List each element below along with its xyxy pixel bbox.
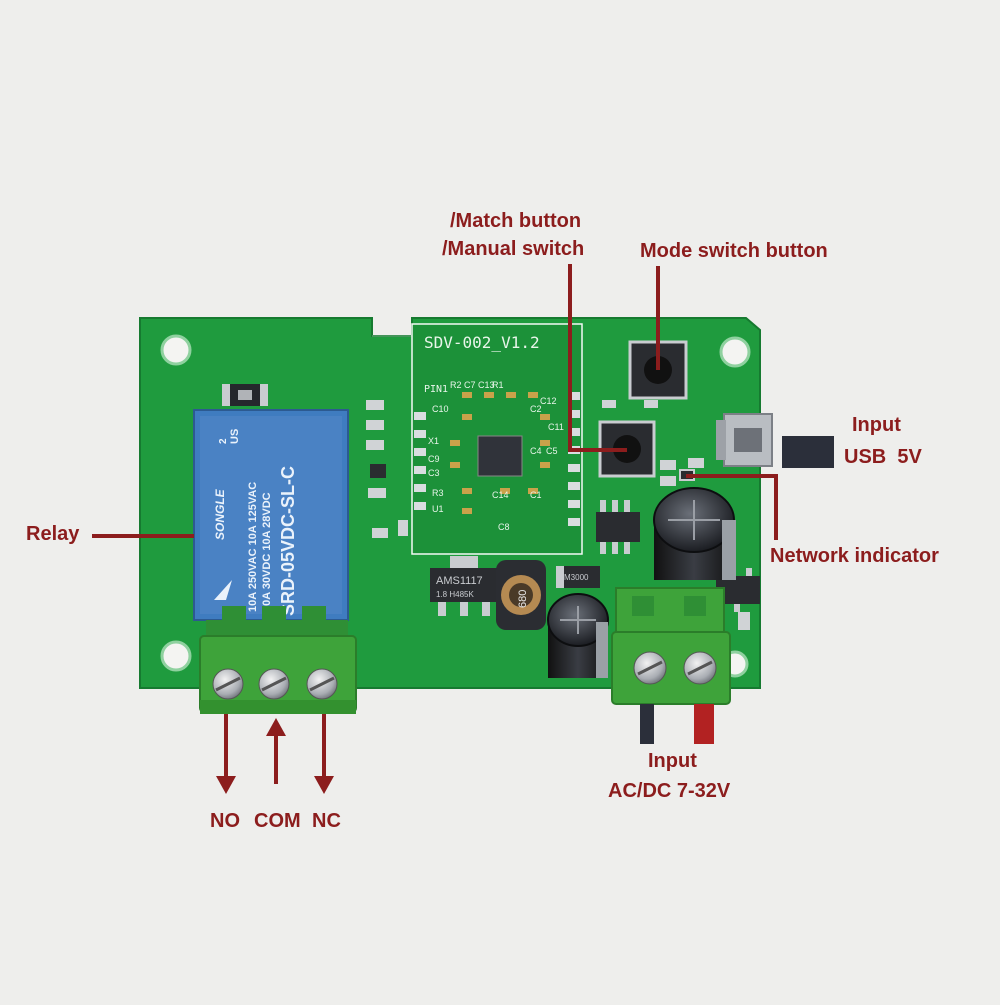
label-no: NO [210,810,240,832]
relay-brand: SONGLE [213,488,227,540]
silkscreen-ref: C12 [540,396,557,406]
svg-text:M3000: M3000 [564,573,589,582]
inductor-label: 680 [517,590,529,608]
screw-terminal-icon [212,668,338,700]
usb-port [716,413,773,467]
wire-usb [782,436,834,468]
silkscreen-version: SDV-002_V1.2 [424,333,540,352]
silkscreen-ref: C4 [530,446,542,456]
silkscreen-ref: C7 [464,380,476,390]
label-nc: NC [312,810,341,832]
silkscreen-ref: C8 [498,522,510,532]
relay-rating-2: 10A 30VDC 10A 28VDC [261,492,273,612]
silkscreen-ref: C1 [530,490,542,500]
arrow-down-icon [216,714,236,794]
silkscreen-ref: C10 [432,404,449,414]
silkscreen-ref: C5 [546,446,558,456]
voltage-regulator: AMS1117 1.8 H485K [430,556,498,616]
wire-negative-ac [640,704,654,744]
silkscreen-ref: C14 [492,490,509,500]
silkscreen-ref: X1 [428,436,439,446]
silkscreen-ref: U1 [432,504,444,514]
screw-terminal-icon [633,651,717,685]
silkscreen-ref: C2 [530,404,542,414]
silkscreen-ref: C3 [428,468,440,478]
relay-cert-num: 2 [218,438,229,444]
label-ac-dc-range: AC/DC 7-32V [608,780,731,802]
label-com: COM [254,810,301,832]
relay-cert: US [229,429,241,444]
label-mode-switch: Mode switch button [640,240,828,262]
relay: SONGLE 10A 250VAC 10A 125VAC 10A 30VDC 1… [193,409,349,621]
silkscreen-ref: C13 [478,380,495,390]
label-network-indicator: Network indicator [770,545,939,567]
arrow-down-icon [314,714,334,794]
inductor: 680 [496,560,546,630]
silkscreen-ref: C11 [548,422,564,432]
arrow-up-icon [266,718,286,784]
capacitor-large [653,487,736,580]
silkscreen-ref: C9 [428,454,440,464]
silkscreen-ref: R2 [450,380,462,390]
regulator-sub: 1.8 H485K [436,590,474,599]
label-input-ac: Input [648,750,697,772]
wire-positive-ac [694,704,714,744]
relay-model: SRD-05VDC-SL-C [278,466,298,616]
label-manual-switch: /Manual switch [442,238,585,260]
label-relay: Relay [26,523,80,545]
relay-rating-1: 10A 250VAC 10A 125VAC [247,482,259,612]
regulator-label: AMS1117 [436,575,483,587]
capacitor-small [547,593,609,678]
silkscreen-ref: R1 [492,380,504,390]
driver-chip [596,512,640,542]
label-usb-5v: USB 5V [844,446,922,468]
silkscreen-ref: R3 [432,488,444,498]
diode-mid [556,566,600,588]
wifi-chip [477,435,523,477]
power-terminal-block [611,587,731,705]
silkscreen-pin1: PIN1 [424,384,448,395]
label-match-button: /Match button [450,210,582,232]
label-input-usb: Input [852,414,901,436]
leader-lines [92,264,778,540]
